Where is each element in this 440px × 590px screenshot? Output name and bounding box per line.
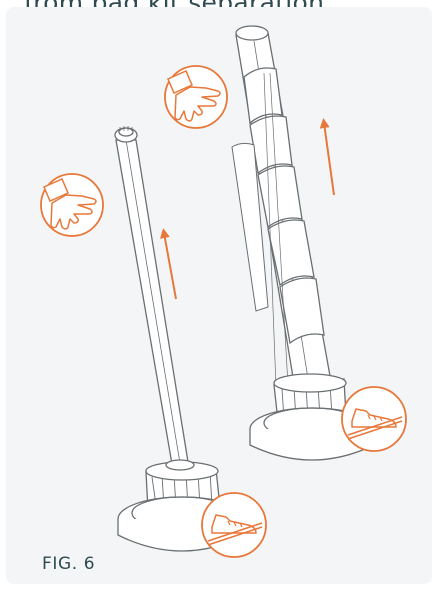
hand-grip-icon xyxy=(41,174,103,236)
foot-press-icon xyxy=(342,387,406,451)
left-upward-arrow xyxy=(164,233,176,299)
figure-label: FIG. 6 xyxy=(42,554,95,574)
left-rod-assembly xyxy=(115,126,246,551)
hand-grip-icon xyxy=(165,66,227,128)
foot-press-icon xyxy=(202,493,266,557)
right-upward-arrow xyxy=(324,123,334,195)
figure-panel xyxy=(6,7,432,584)
figure-illustration xyxy=(6,7,432,584)
